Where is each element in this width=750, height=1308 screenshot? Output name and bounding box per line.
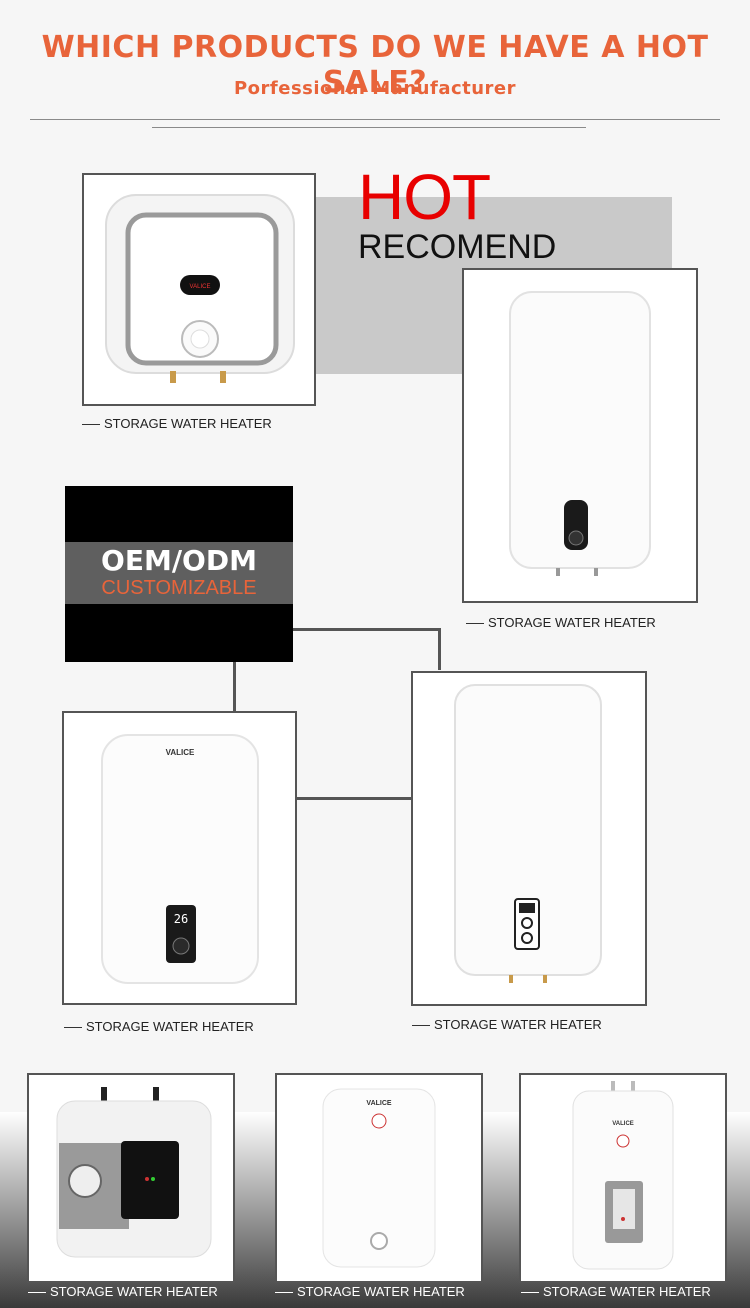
product-4-caption: STORAGE WATER HEATER [412,1017,602,1032]
connector-line [296,797,412,800]
brand-logo: VALICE [190,284,211,290]
connector-line [233,662,236,712]
product-6-caption: STORAGE WATER HEATER [275,1284,465,1299]
product-6-frame[interactable]: VALICE [275,1073,483,1283]
oem-subtitle: CUSTOMIZABLE [101,577,257,599]
product-5-image [56,1087,212,1258]
product-7-frame[interactable]: VALICE [519,1073,727,1283]
product-1-image: VALICE [105,194,295,383]
svg-text:VALICE: VALICE [366,1100,391,1107]
product-1-caption: STORAGE WATER HEATER [82,416,272,431]
product-3-image: VALICE 26 [101,734,259,984]
oem-title: OEM/ODM [101,544,257,577]
oem-band [65,542,293,604]
hot-label: HOT [358,161,491,233]
product-2-frame[interactable] [462,268,698,603]
product-7-image: VALICE [572,1081,674,1270]
page-title: WHICH PRODUCTS DO WE HAVE A HOT SALE? [41,30,709,100]
product-2-image [509,291,651,576]
product-6-image: VALICE [322,1088,436,1268]
product-5-caption: STORAGE WATER HEATER [28,1284,218,1299]
divider-top [30,119,720,120]
product-5-frame[interactable] [27,1073,235,1283]
svg-text:VALICE: VALICE [612,1121,634,1127]
divider-bottom [152,127,586,128]
recomend-label: RECOMEND [358,228,557,266]
temperature-display: 26 [174,912,188,926]
connector-line [438,628,441,670]
page-subtitle: Porfessional Manufacturer [233,78,517,99]
product-1-frame[interactable]: VALICE [82,173,316,406]
product-2-caption: STORAGE WATER HEATER [466,615,656,630]
product-3-frame[interactable]: VALICE 26 [62,711,297,1005]
product-7-caption: STORAGE WATER HEATER [521,1284,711,1299]
product-3-caption: STORAGE WATER HEATER [64,1019,254,1034]
product-4-frame[interactable] [411,671,647,1006]
connector-line [293,628,441,631]
svg-text:VALICE: VALICE [166,748,195,757]
product-4-image [454,684,602,983]
